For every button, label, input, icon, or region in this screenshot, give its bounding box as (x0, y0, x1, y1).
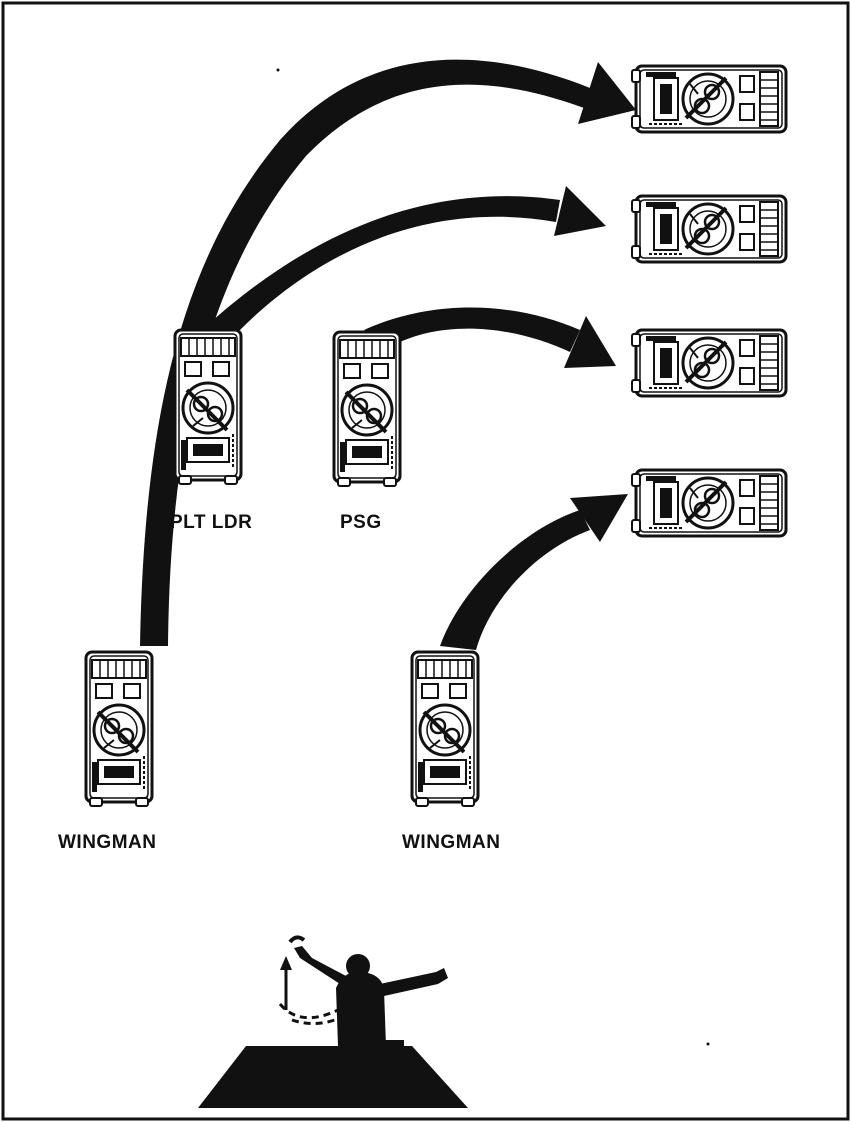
label-wingman-right: WINGMAN (402, 832, 500, 853)
arrow-plt-ldr (202, 196, 560, 330)
arrowhead-plt-ldr (554, 186, 606, 236)
arrowhead-wingman-right (570, 494, 628, 542)
arrowhead-psg (564, 316, 616, 368)
arrowhead-wingman-left (578, 62, 636, 124)
tank-destination-4 (630, 468, 788, 538)
label-wingman-left: WINGMAN (58, 832, 156, 853)
tank-wingman-left (84, 650, 154, 808)
label-psg: PSG (340, 512, 382, 533)
tank-destination-1 (630, 64, 788, 134)
signaler-icon (198, 935, 468, 1108)
arrow-psg (364, 307, 580, 352)
tank-wingman-right (410, 650, 480, 808)
tank-destination-3 (630, 328, 788, 398)
tank-destination-2 (630, 194, 788, 264)
arrow-wingman-right (440, 510, 590, 650)
tank-psg (332, 330, 402, 488)
speck-mark (706, 1042, 710, 1046)
label-plt-ldr: PLT LDR (170, 512, 252, 533)
speck-mark (276, 68, 280, 72)
tank-plt-ldr (173, 328, 243, 486)
